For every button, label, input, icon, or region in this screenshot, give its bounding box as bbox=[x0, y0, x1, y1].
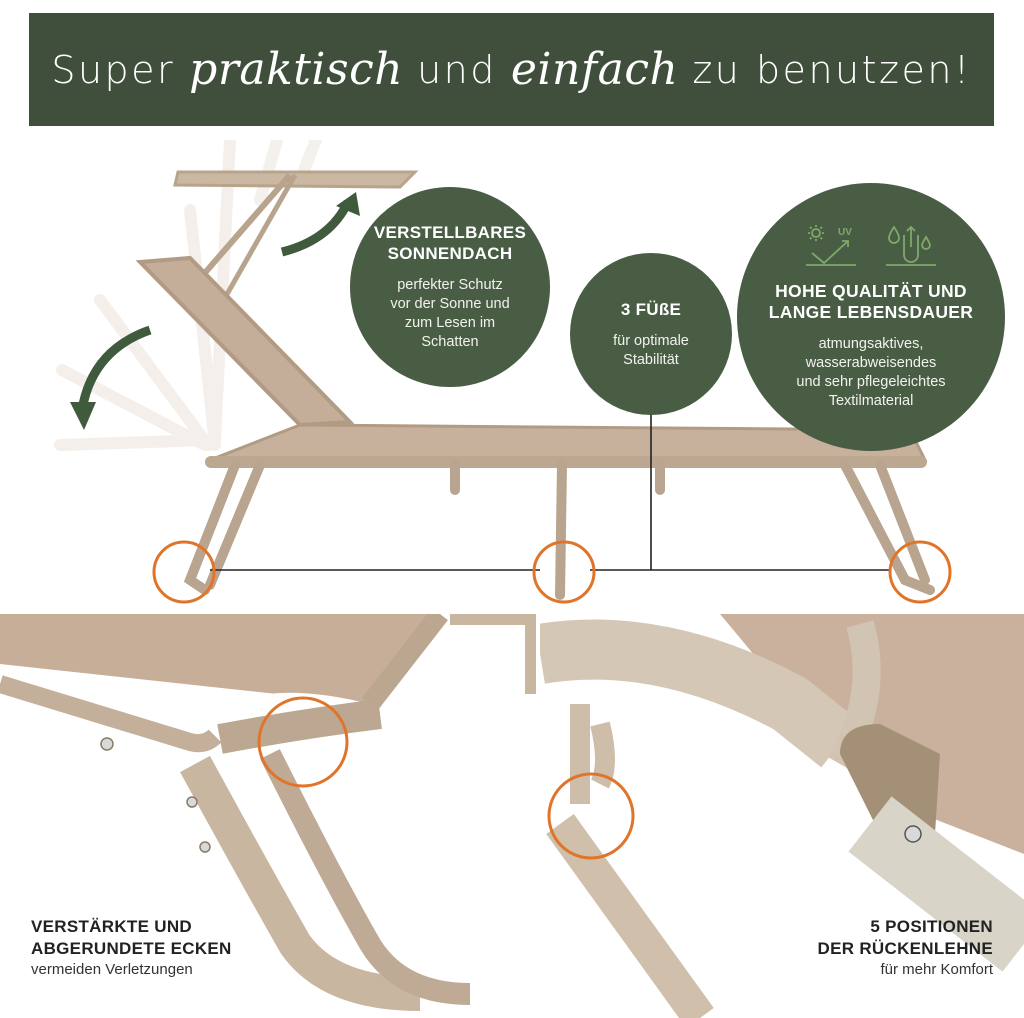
backrest bbox=[135, 255, 355, 428]
backrest-caption: 5 POSITIONEN DER RÜCKENLEHNE für mehr Ko… bbox=[818, 916, 993, 980]
backrest-caption-heading-1: 5 POSITIONEN bbox=[870, 917, 993, 936]
corner-detail-illustration bbox=[0, 614, 536, 1011]
sunroof-text-line-1: perfekter Schutz bbox=[397, 277, 503, 293]
sunroof-text-line-3: zum Lesen im bbox=[404, 315, 496, 331]
backrest-highlight-circle bbox=[547, 772, 635, 860]
rotate-arrow-backrest bbox=[77, 325, 152, 411]
feet-heading: 3 FÜßE bbox=[620, 299, 682, 319]
callout-lines bbox=[210, 400, 890, 571]
quality-text-line-2: wasserabweisendes bbox=[805, 355, 937, 371]
rotate-arrow-backrest-head bbox=[70, 402, 96, 430]
feet-text: für optimale Stabilität bbox=[613, 332, 689, 370]
quality-icons: UV bbox=[804, 223, 938, 267]
sunroof-heading-line-2: SONNENDACH bbox=[387, 244, 513, 263]
corner-highlight-circle bbox=[257, 696, 349, 788]
corner-detail-photo bbox=[0, 614, 536, 1018]
corner-caption-heading-2: ABGERUNDETE ECKEN bbox=[31, 939, 232, 958]
quality-heading-line-2: LANGE LEBENSDAUER bbox=[768, 302, 974, 322]
water-repellent-icon bbox=[886, 225, 936, 266]
backrest-caption-heading-2: DER RÜCKENLEHNE bbox=[817, 939, 993, 958]
headline-part-5: zu benutzen! bbox=[692, 47, 972, 92]
foot-highlights bbox=[152, 540, 952, 604]
headline-part-3: und bbox=[417, 47, 497, 92]
quality-text-line-3: und sehr pflegeleichtes bbox=[796, 374, 946, 390]
rotate-arrow-sunroof-head bbox=[336, 192, 360, 216]
sunroof-text-line-4: Schatten bbox=[421, 334, 479, 350]
headline-part-1: Super bbox=[51, 47, 176, 92]
quality-heading-line-1: HOHE QUALITÄT UND bbox=[775, 281, 967, 301]
headline-part-4: einfach bbox=[510, 44, 679, 95]
sunroof-text: perfekter Schutz vor der Sonne und zum L… bbox=[390, 276, 509, 352]
quality-text-line-1: atmungsaktives, bbox=[818, 336, 924, 352]
corner-caption-heading-1: VERSTÄRKTE UND bbox=[31, 917, 192, 936]
headline-part-2: praktisch bbox=[189, 44, 404, 95]
uv-icon-label: UV bbox=[838, 227, 852, 238]
quality-text: atmungsaktives, wasserabweisendes und se… bbox=[796, 335, 945, 411]
sunroof bbox=[173, 170, 419, 312]
quality-feature-bubble: UV HOHE QUALITÄT UND LANGE LEBENSDAUER a… bbox=[737, 183, 1005, 451]
sun-lounger-illustration bbox=[54, 140, 952, 604]
feet-feature-bubble: 3 FÜßE für optimale Stabilität bbox=[570, 253, 732, 415]
feet-text-line-1: für optimale bbox=[613, 332, 689, 349]
backrest-detail-illustration bbox=[540, 614, 1024, 1018]
backrest-caption-text: für mehr Komfort bbox=[880, 961, 993, 978]
rotate-arrow-sunroof bbox=[280, 199, 353, 257]
backrest-detail-photo bbox=[540, 614, 1024, 1018]
quality-text-line-4: Textilmaterial bbox=[828, 393, 914, 409]
sunroof-feature-bubble: VERSTELLBARES SONNENDACH perfekter Schut… bbox=[350, 187, 550, 387]
corner-caption-text: vermeiden Verletzungen bbox=[31, 961, 193, 978]
lounger-legs bbox=[183, 460, 935, 600]
headline-banner: Super praktisch und einfach zu benutzen! bbox=[29, 13, 994, 126]
corner-caption: VERSTÄRKTE UND ABGERUNDETE ECKEN vermeid… bbox=[31, 916, 232, 980]
sunroof-heading-line-1: VERSTELLBARES bbox=[373, 223, 527, 242]
feet-text-line-2: Stabilität bbox=[623, 351, 679, 368]
uv-protection-icon: UV bbox=[806, 225, 856, 266]
sunroof-text-line-2: vor der Sonne und bbox=[390, 296, 510, 312]
